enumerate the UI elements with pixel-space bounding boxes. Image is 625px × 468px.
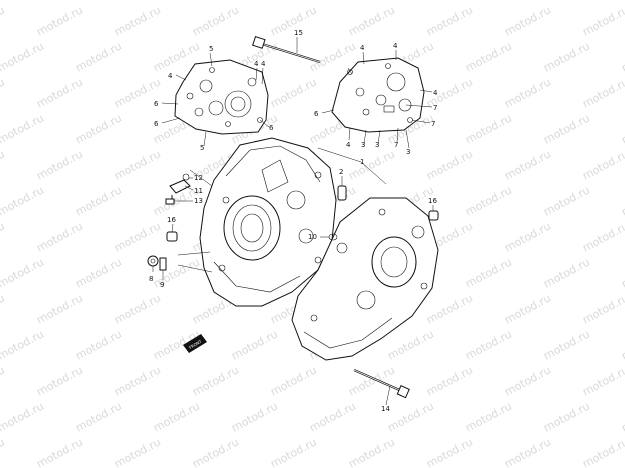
callout-9: 9 xyxy=(160,281,164,289)
callout-16-right: 16 xyxy=(428,197,437,205)
callout-8: 8 xyxy=(149,275,153,283)
callout-2: 2 xyxy=(339,168,343,176)
callout-5-bottom: 5 xyxy=(200,144,204,152)
plug-16-right xyxy=(428,210,439,221)
plug-16-left xyxy=(166,231,178,242)
callout-4-a: 4 xyxy=(254,60,259,68)
front-direction-badge: FRONT xyxy=(183,334,207,353)
callout-13: 13 xyxy=(194,197,203,205)
callout-6-c: 6 xyxy=(269,124,274,132)
callout-3-c: 3 xyxy=(406,148,410,156)
callout-7-b: 7 xyxy=(431,120,435,128)
through-bolt-15 xyxy=(252,36,321,64)
washer-9 xyxy=(159,257,167,271)
callout-3-b: 3 xyxy=(375,141,379,149)
callout-4-r-d: 4 xyxy=(346,141,351,149)
callout-6-a: 6 xyxy=(154,100,159,108)
callout-4-r-c: 4 xyxy=(433,89,438,97)
callout-4-b: 4 xyxy=(261,60,266,68)
drain-plug-8 xyxy=(147,255,159,267)
callout-1: 1 xyxy=(360,158,364,166)
callout-6-d: 6 xyxy=(314,110,319,118)
bolt-13 xyxy=(165,198,175,205)
callout-5-top: 5 xyxy=(209,45,213,53)
leader-lines xyxy=(152,37,434,406)
dowel-pin-2 xyxy=(337,185,347,201)
callout-4-left: 4 xyxy=(168,72,173,80)
callout-7-a: 7 xyxy=(433,104,437,112)
callout-3-a: 3 xyxy=(361,141,365,149)
right-crankcase-gasket xyxy=(331,57,425,133)
callout-6-b: 6 xyxy=(154,120,159,128)
callout-15: 15 xyxy=(294,29,303,37)
callout-11: 11 xyxy=(194,187,203,195)
svg-text:FRONT: FRONT xyxy=(188,339,203,350)
right-crankcase-half xyxy=(291,197,439,361)
callout-4-r-a: 4 xyxy=(360,44,365,52)
callout-14: 14 xyxy=(381,405,390,413)
callout-7-c: 7 xyxy=(394,141,398,149)
through-bolt-14 xyxy=(353,368,410,399)
callout-labels: 15 5 4 4 4 6 6 6 5 4 4 4 7 7 6 4 3 3 7 3… xyxy=(149,29,438,413)
callout-4-r-b: 4 xyxy=(393,42,398,50)
left-crankcase-half xyxy=(199,137,337,307)
callout-10: 10 xyxy=(308,233,317,241)
callout-12: 12 xyxy=(194,174,203,182)
left-crankcase-gasket xyxy=(174,59,269,135)
clamp-12 xyxy=(182,173,190,181)
callout-16-left: 16 xyxy=(167,216,176,224)
